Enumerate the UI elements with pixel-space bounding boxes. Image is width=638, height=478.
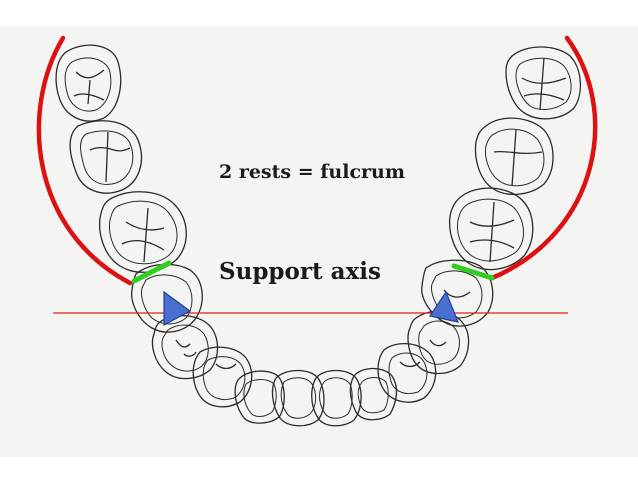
left-lateral-incisor: [234, 370, 285, 424]
right-second-molar: [474, 117, 554, 195]
right-rest-marker: [451, 263, 495, 281]
left-second-molar: [69, 120, 143, 194]
right-first-molar: [448, 187, 534, 271]
support-axis-label: Support axis: [219, 258, 381, 285]
left-rest-marker: [131, 260, 172, 284]
left-first-premolar: [151, 315, 219, 380]
right-central-incisor: [311, 369, 362, 427]
left-central-incisor: [271, 369, 325, 427]
left-canine: [192, 346, 253, 408]
left-first-molar: [98, 191, 187, 273]
right-fulcrum-triangle: [429, 290, 459, 323]
right-third-molar: [505, 46, 581, 120]
right-first-premolar: [407, 311, 470, 375]
left-second-premolar: [131, 263, 203, 333]
right-saddle-arc: [489, 35, 598, 281]
right-canine: [377, 343, 437, 403]
left-third-molar: [55, 44, 122, 122]
rests-fulcrum-label: 2 rests = fulcrum: [219, 161, 405, 183]
left-fulcrum-triangle: [163, 290, 192, 327]
left-saddle-arc: [36, 35, 133, 286]
